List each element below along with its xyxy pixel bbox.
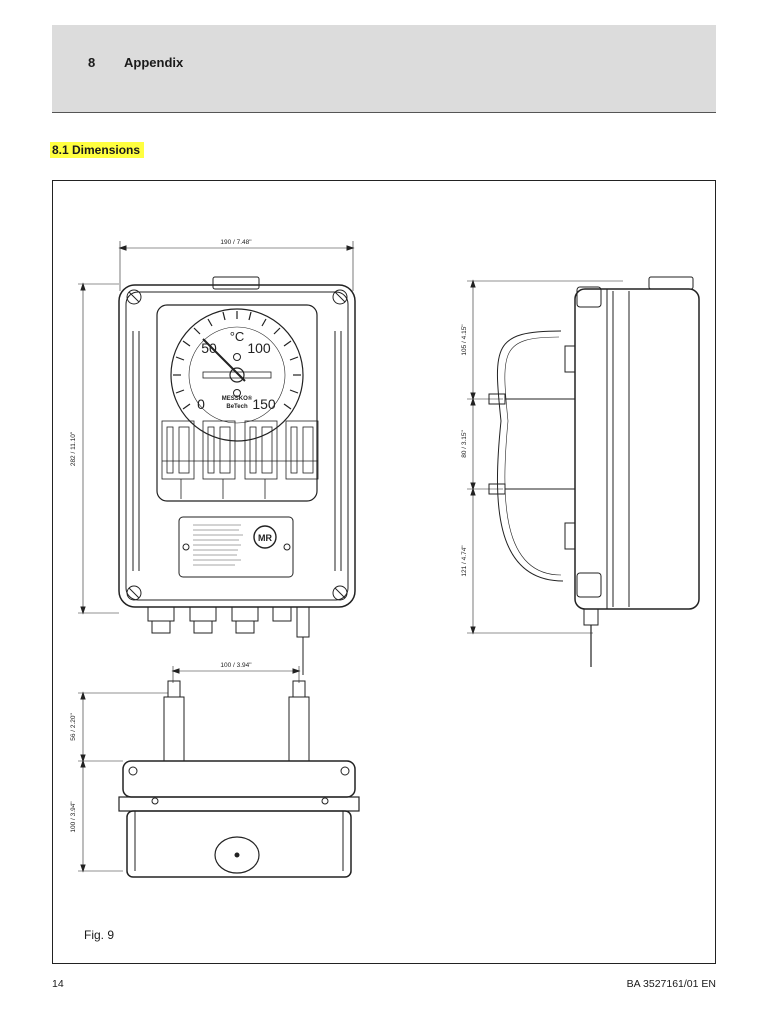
dimensions-figure: 190 / 7.48" 282 / 11.10" bbox=[52, 180, 716, 964]
section-title: 8.1 Dimensions bbox=[50, 142, 145, 158]
chapter-header: 8 Appendix bbox=[52, 25, 716, 113]
front-width-dim: 190 / 7.48" bbox=[220, 239, 252, 246]
mr-logo: MR bbox=[258, 533, 272, 543]
dial-label-0: 0 bbox=[197, 396, 205, 412]
bottom-stud-dim: 56 / 2.20" bbox=[70, 713, 77, 741]
page-number: 14 bbox=[52, 978, 64, 990]
side-bottom-dim: 121 / 4.74" bbox=[461, 545, 468, 577]
dial-unit: °C bbox=[230, 329, 245, 344]
figure-caption: Fig. 9 bbox=[84, 928, 115, 942]
document-code: BA 3527161/01 EN bbox=[626, 978, 716, 990]
dial-brand: MESSKO® bbox=[222, 395, 253, 402]
dial-model: BeTech bbox=[226, 404, 248, 410]
bottom-view: 100 / 3.94" 56 / 2.20" 100 / 3.94" bbox=[70, 662, 360, 878]
dial-label-100: 100 bbox=[247, 340, 271, 356]
chapter-title: Appendix bbox=[124, 55, 184, 70]
dial-label-50: 50 bbox=[201, 340, 217, 356]
side-mid-dim: 80 / 3.15" bbox=[461, 430, 468, 458]
technical-drawing: 190 / 7.48" 282 / 11.10" bbox=[70, 239, 700, 878]
chapter-number: 8 bbox=[88, 55, 96, 70]
bottom-depth-dim: 100 / 3.94" bbox=[70, 801, 77, 833]
side-view: 105 / 4.15" 80 / 3.15" 121 / 4.74" bbox=[461, 276, 700, 667]
cable-glands bbox=[147, 606, 310, 675]
nameplate-text-lines bbox=[193, 524, 243, 566]
side-top-dim: 105 / 4.15" bbox=[461, 324, 468, 356]
dial-ticks bbox=[173, 311, 301, 410]
front-height-dim: 282 / 11.10" bbox=[70, 431, 77, 466]
front-view: 190 / 7.48" 282 / 11.10" bbox=[70, 239, 356, 675]
dial-label-150: 150 bbox=[252, 396, 276, 412]
relay-switches bbox=[161, 420, 319, 499]
bottom-width-dim: 100 / 3.94" bbox=[220, 662, 252, 669]
